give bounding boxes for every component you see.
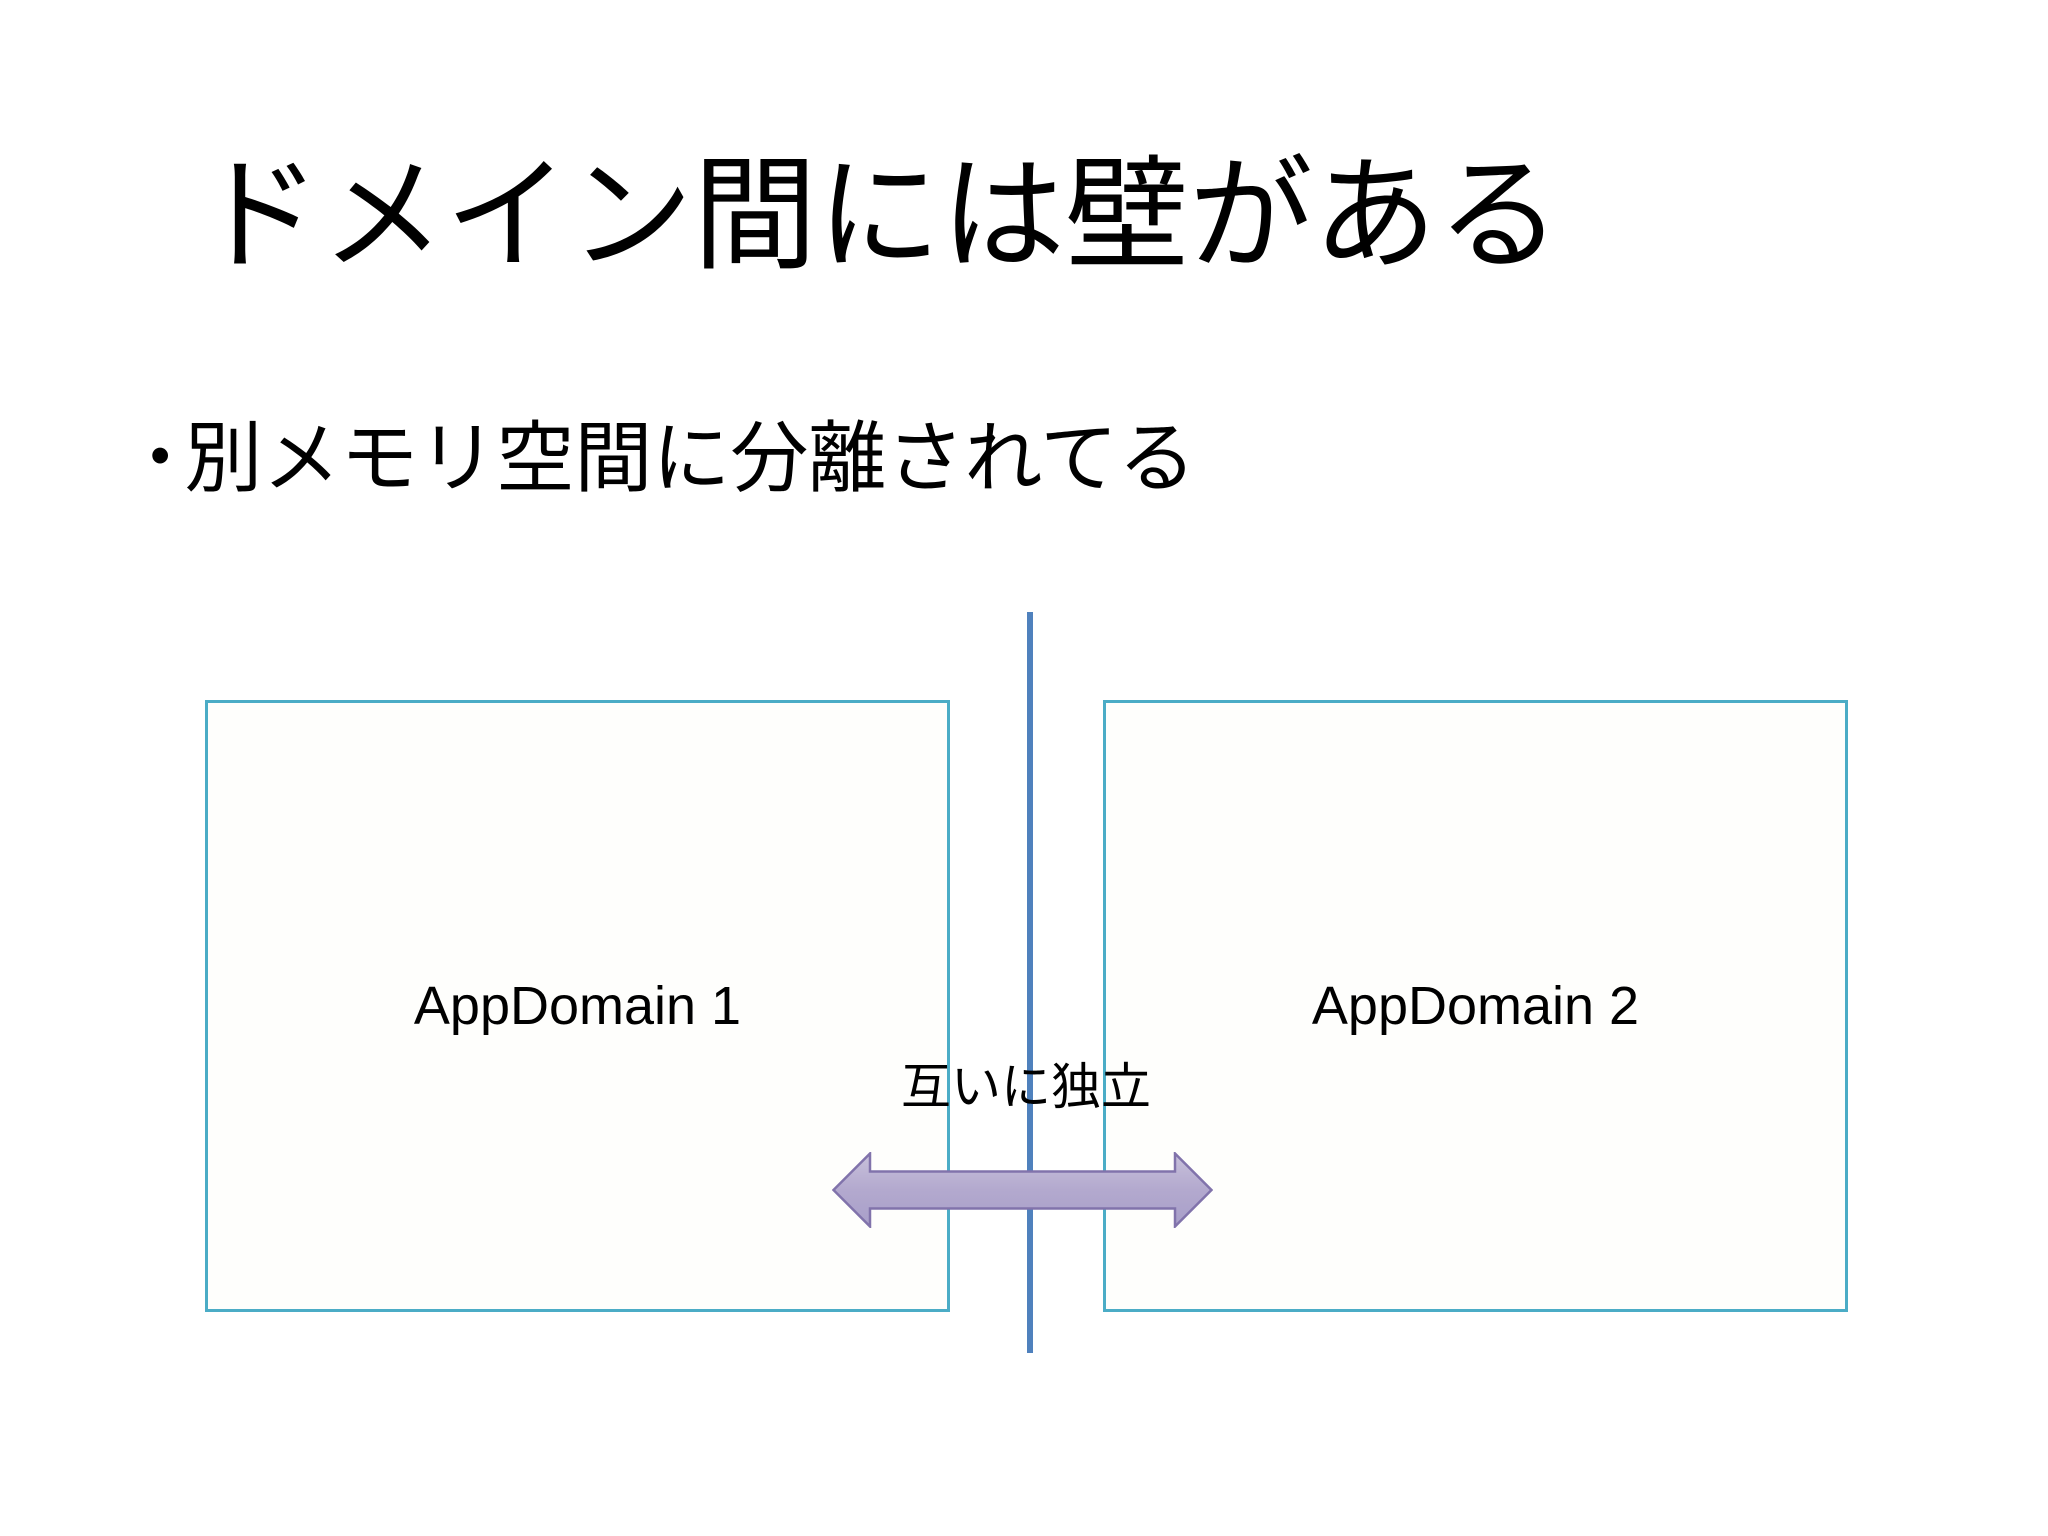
bullet-text: 別メモリ空間に分離されてる [184, 414, 1196, 502]
mutual-independence-label: 互いに独立 [901, 1059, 1151, 1115]
appdomain-1-box: AppDomain 1 [205, 700, 950, 1312]
appdomain-1-label: AppDomain 1 [413, 976, 742, 1036]
domain-wall-line [1027, 612, 1033, 1353]
bullet-item: •別メモリ空間に分離されてる [150, 414, 1196, 504]
bullet-marker: • [150, 423, 171, 489]
appdomain-2-label: AppDomain 2 [1311, 976, 1640, 1036]
double-arrow-icon [832, 1152, 1213, 1228]
appdomain-2-box: AppDomain 2 [1103, 700, 1848, 1312]
slide-title: ドメイン間には壁がある [197, 147, 1562, 285]
